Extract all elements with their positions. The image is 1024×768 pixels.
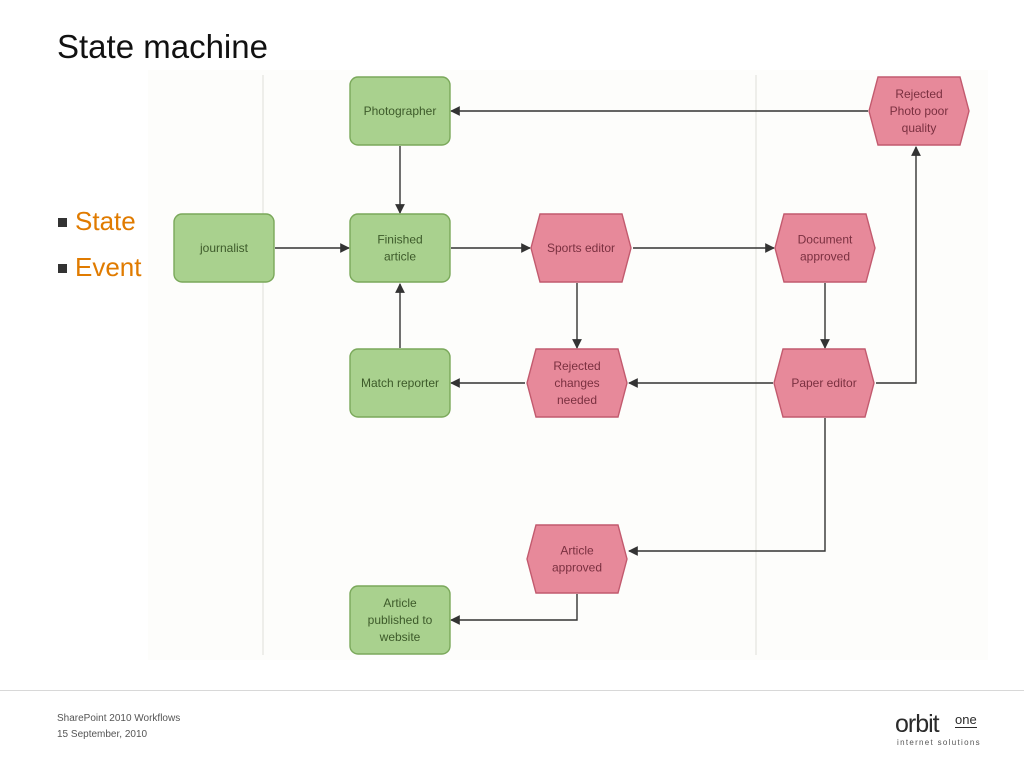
state-rounded-rect: [349, 76, 451, 146]
node-label-sports-editor-line-1: Sports editor: [547, 241, 615, 255]
node-label-article-approved-line-1: Article: [560, 544, 594, 558]
event-node-article-approved: Article approved: [526, 524, 628, 594]
state-node-match-reporter: Match reporter: [349, 348, 451, 418]
bullet-event-label: Event: [75, 251, 142, 282]
event-hexagon: [526, 524, 628, 594]
event-hexagon: [526, 348, 628, 418]
square-bullet-icon: [58, 217, 67, 227]
node-label-article-published-line-1: Article: [383, 596, 417, 610]
edges-layer: [275, 106, 921, 625]
logo-sup-text: one: [955, 712, 977, 728]
event-hexagon: [773, 348, 875, 418]
state-node-article-published: Article published to website: [349, 585, 451, 655]
state-node-journalist: journalist: [173, 213, 275, 283]
event-hexagon: [868, 76, 970, 146]
footer-title: SharePoint 2010 Workflows: [57, 713, 181, 724]
node-label-article-published-line-2: published to: [368, 613, 433, 627]
node-label-journalist-line-1: journalist: [199, 241, 249, 255]
event-node-document-approved: Document approved: [774, 213, 876, 283]
node-label-match-reporter-line-1: Match reporter: [361, 376, 439, 390]
bullet-state-label: State: [75, 205, 136, 236]
state-node-finished-article: Finished article: [349, 213, 451, 283]
node-label-rejected-changes-line-3: needed: [557, 393, 597, 407]
logo-main-text: orbit: [895, 710, 940, 738]
logo-tagline: internet solutions: [897, 738, 981, 747]
node-label-rejected-photo-line-3: quality: [902, 121, 937, 135]
node-label-photographer-line-1: Photographer: [364, 104, 437, 118]
state-rounded-rect: [349, 585, 451, 655]
node-label-rejected-changes-line-1: Rejected: [553, 359, 600, 373]
node-label-paper-editor-line-1: Paper editor: [791, 376, 856, 390]
edge-article-approved-to-article-published: [450, 594, 578, 625]
node-label-document-approved-line-1: Document: [798, 233, 853, 247]
node-label-rejected-photo-line-1: Rejected: [895, 87, 942, 101]
node-label-finished-article-line-2: article: [384, 250, 416, 264]
slide-title: State machine: [57, 28, 268, 65]
footer-divider: [0, 690, 1024, 691]
legend-bullets: State Event: [58, 198, 142, 290]
node-label-document-approved-line-2: approved: [800, 250, 850, 264]
node-label-rejected-changes-line-2: changes: [554, 376, 599, 390]
event-hexagon: [774, 213, 876, 283]
event-hexagon: [530, 213, 632, 283]
node-label-rejected-photo-line-2: Photo poor: [890, 104, 949, 118]
event-node-rejected-changes: Rejected changes needed: [526, 348, 628, 418]
bullet-state: State: [58, 198, 142, 244]
edge-paper-editor-to-article-approved: [628, 418, 826, 556]
event-node-paper-editor: Paper editor: [773, 348, 875, 418]
edge-paper-editor-to-rejected-photo: [876, 146, 921, 384]
state-rounded-rect: [349, 348, 451, 418]
node-label-article-approved-line-2: approved: [552, 561, 602, 575]
footer-date: 15 September, 2010: [57, 729, 148, 740]
event-node-sports-editor: Sports editor: [530, 213, 632, 283]
orbit-one-logo: orbit one internet solutions: [895, 710, 995, 750]
bullet-event: Event: [58, 244, 142, 290]
node-label-article-published-line-3: website: [379, 630, 421, 644]
state-node-photographer: Photographer: [349, 76, 451, 146]
state-rounded-rect: [349, 213, 451, 283]
node-label-finished-article-line-1: Finished: [377, 233, 422, 247]
square-bullet-icon: [58, 263, 67, 273]
state-rounded-rect: [173, 213, 275, 283]
